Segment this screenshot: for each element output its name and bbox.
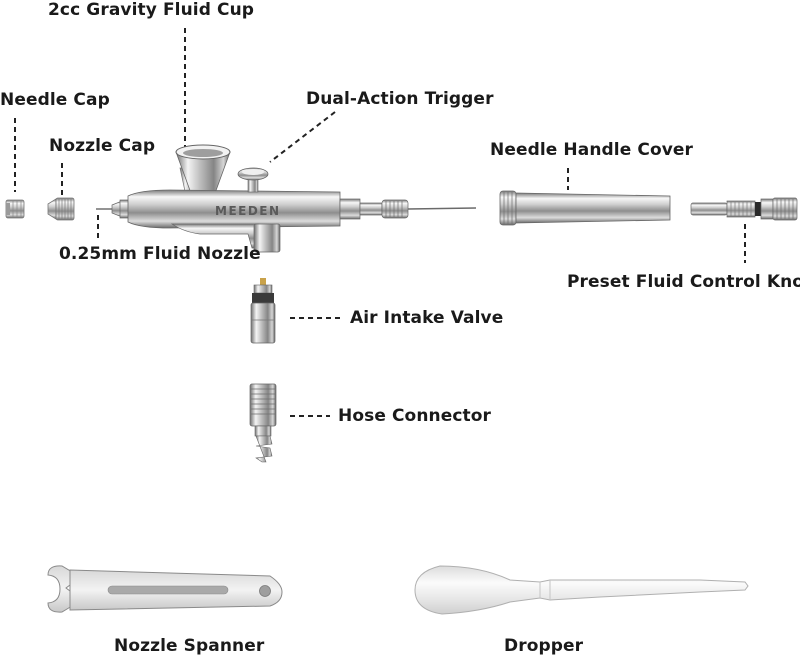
dropper-part	[414, 565, 749, 615]
label-nozzle-cap: Nozzle Cap	[49, 136, 156, 156]
label-gravity-fluid-cup: 2cc Gravity Fluid Cup	[48, 0, 255, 20]
airbrush-body: MEEDEN	[96, 144, 477, 253]
label-nozzle-spanner: Nozzle Spanner	[114, 636, 265, 656]
label-needle-cap: Needle Cap	[0, 90, 110, 110]
label-dropper: Dropper	[504, 636, 584, 656]
label-preset-fluid-control-knob: Preset Fluid Control Knob	[567, 272, 800, 292]
hose-connector-part	[249, 383, 277, 463]
air-intake-valve-part	[250, 278, 276, 344]
label-needle-handle-cover: Needle Handle Cover	[490, 140, 694, 160]
needle-cap-part	[5, 199, 25, 219]
leader-trigger	[269, 111, 336, 163]
body-engraving: MEEDEN	[215, 204, 281, 218]
needle-handle-cover-part	[499, 190, 671, 226]
label-dual-action-trigger: Dual-Action Trigger	[306, 89, 494, 109]
label-hose-connector: Hose Connector	[338, 406, 492, 426]
label-fluid-nozzle: 0.25mm Fluid Nozzle	[59, 244, 261, 264]
preset-knob-part	[690, 197, 798, 221]
nozzle-spanner-part	[47, 565, 283, 613]
leader-lines	[14, 28, 746, 417]
nozzle-cap-part	[47, 197, 75, 221]
label-air-intake-valve: Air Intake Valve	[350, 308, 504, 328]
